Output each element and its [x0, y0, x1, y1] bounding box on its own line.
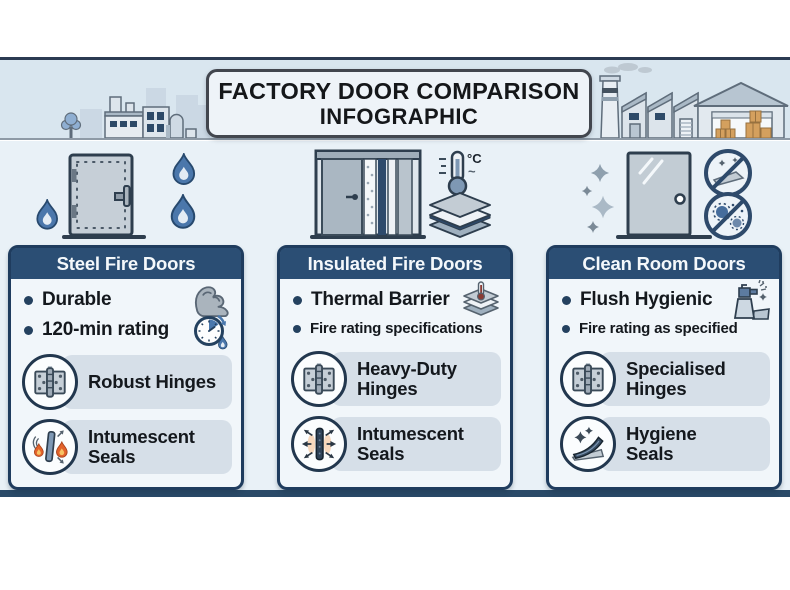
bullet-durable: Durable [20, 285, 232, 317]
tree-icon [60, 112, 82, 138]
card-title-insulated: Insulated Fire Doors [280, 248, 510, 279]
svg-text:°C: °C [467, 151, 482, 166]
bullet-thermal-barrier: Thermal Barrier [289, 281, 501, 316]
bullet-flush-hygienic: Flush Hygienic [558, 280, 770, 320]
steel-door-flames-icon [32, 147, 222, 242]
warehouse-icon [693, 81, 789, 138]
bullet-dot [293, 324, 301, 333]
sparkles-icon [581, 163, 615, 233]
sawtooth-factory-icon [621, 91, 699, 138]
svg-text:~: ~ [468, 164, 476, 179]
spray-bottle-icon [728, 280, 770, 320]
bullet-dot [24, 325, 33, 335]
hygiene-seal-icon [560, 416, 616, 472]
bullet-dot [24, 295, 33, 305]
feature-specialised-hinges: Specialised Hinges [558, 351, 770, 407]
insulated-door-thermometer-layers-icon: °C ~ [302, 147, 492, 242]
title-box: FACTORY DOOR COMPARISON INFOGRAPHIC [206, 69, 592, 138]
feature-intumescent-seals: Intumescent Seals [20, 419, 232, 475]
card-insulated-fire-doors: Insulated Fire Doors Thermal Barrier [277, 245, 513, 490]
bullet-fire-rating-specified: Fire rating as specified [558, 315, 770, 342]
card-clean-room-doors: Clean Room Doors Flush Hygienic [546, 245, 782, 490]
chimney-icon [599, 63, 652, 138]
no-germs-icon [704, 192, 752, 240]
card-title-clean: Clean Room Doors [549, 248, 779, 279]
frame-bottom-line [0, 490, 790, 497]
bullet-rating: 120-min rating [20, 314, 232, 350]
muscle-icon [188, 286, 232, 317]
hinge-icon [22, 354, 78, 410]
page-subtitle: INFOGRAPHIC [319, 103, 479, 129]
layered-material-icon [429, 192, 491, 238]
flame-seal-icon [22, 419, 78, 475]
hinge-icon [291, 351, 347, 407]
hinge-icon [560, 351, 616, 407]
feature-heavy-duty-hinges: Heavy-Duty Hinges [289, 351, 501, 407]
bullet-dot [293, 295, 302, 305]
card-steel-fire-doors: Steel Fire Doors Durable 120-min rating [8, 245, 244, 490]
bullet-fire-rating-specs: Fire rating specifications [289, 315, 501, 342]
feature-hygiene-seals: Hygiene Seals [558, 416, 770, 472]
thermal-layers-icon [461, 281, 501, 316]
bullet-dot [562, 295, 571, 305]
no-dust-icon [704, 149, 752, 197]
feature-intumescent-seals: Intumescent Seals [289, 416, 501, 472]
bullet-dot [562, 324, 570, 333]
frame-top-line [0, 57, 790, 60]
card-title-steel: Steel Fire Doors [11, 248, 241, 279]
fire-clock-icon [192, 314, 232, 350]
page-title: FACTORY DOOR COMPARISON [218, 77, 580, 104]
thermometer-icon: °C ~ [439, 150, 482, 196]
feature-robust-hinges: Robust Hinges [20, 354, 232, 410]
clean-door-sparkles-no-dust-no-germs-icon [576, 147, 766, 242]
expanding-seal-icon [291, 416, 347, 472]
